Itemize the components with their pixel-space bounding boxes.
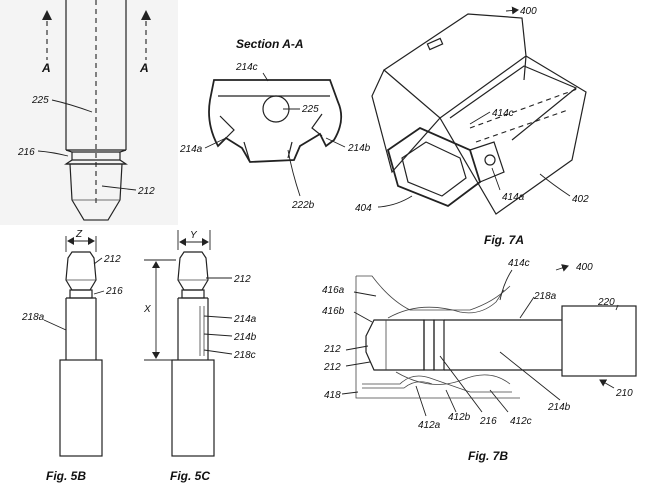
ref-222b: 222b — [291, 200, 315, 211]
ref-400-7a: 400 — [520, 6, 537, 17]
fig-7a-caption: Fig. 7A — [484, 233, 524, 247]
fig-7b-view: 414c 400 416a 218a 220 416b 212 212 418 … — [322, 258, 637, 463]
ref-216-7b: 216 — [479, 416, 497, 427]
ref-218c-5c: 218c — [233, 350, 256, 361]
section-a-a-view: Section A-A 214c 225 214a 214b 222b — [179, 37, 371, 211]
dim-y: Y — [190, 230, 198, 241]
ref-220: 220 — [597, 297, 615, 308]
ref-218a-5b: 218a — [21, 312, 45, 323]
ref-214b-section: 214b — [347, 143, 371, 154]
ref-214a-5c: 214a — [233, 314, 257, 325]
fig-7b-caption: Fig. 7B — [468, 449, 508, 463]
ref-216-5b: 216 — [105, 286, 123, 297]
ref-225-top: 225 — [31, 95, 49, 106]
ref-416a: 416a — [322, 285, 345, 296]
ref-214b-7b: 214b — [547, 402, 571, 413]
ref-414a-7a: 414a — [502, 192, 525, 203]
ref-418: 418 — [324, 390, 341, 401]
ref-404: 404 — [355, 203, 372, 214]
ref-214c-section: 214c — [235, 62, 258, 73]
ref-416b: 416b — [322, 306, 345, 317]
dim-z: Z — [75, 229, 83, 240]
ref-412a: 412a — [418, 420, 441, 431]
fig-5c-caption: Fig. 5C — [170, 469, 210, 483]
ref-214b-5c: 214b — [233, 332, 257, 343]
section-mark-right: A — [139, 61, 149, 75]
ref-212-top: 212 — [137, 186, 155, 197]
ref-225-section: 225 — [301, 104, 319, 115]
fig-7a-isometric-view: 400 414c 404 414a 402 Fig. 7A — [355, 6, 589, 247]
ref-400-7b: 400 — [576, 262, 593, 273]
fig-5b-view: Z 212 216 218a Fig. 5B — [21, 229, 123, 483]
ref-212-5c: 212 — [233, 274, 251, 285]
dim-x: X — [143, 304, 151, 315]
ref-212-7b-a: 212 — [323, 344, 341, 355]
ref-402: 402 — [572, 194, 589, 205]
ref-210: 210 — [615, 388, 633, 399]
plug-side-view: A A 225 216 212 — [0, 0, 178, 225]
ref-212-5b: 212 — [103, 254, 121, 265]
section-title: Section A-A — [236, 37, 304, 51]
section-mark-left: A — [41, 61, 51, 75]
ref-212-7b-b: 212 — [323, 362, 341, 373]
ref-218a-7b: 218a — [533, 291, 557, 302]
fig-5b-caption: Fig. 5B — [46, 469, 86, 483]
fig-5c-view: Y X 212 214a 214b 218c Fig. 5C — [143, 230, 257, 483]
ref-214a-section: 214a — [179, 144, 203, 155]
ref-412b: 412b — [448, 412, 471, 423]
ref-414c-7b: 414c — [508, 258, 530, 269]
ref-412c: 412c — [510, 416, 532, 427]
ref-216-top: 216 — [17, 147, 35, 158]
ref-414c-7a: 414c — [492, 108, 514, 119]
